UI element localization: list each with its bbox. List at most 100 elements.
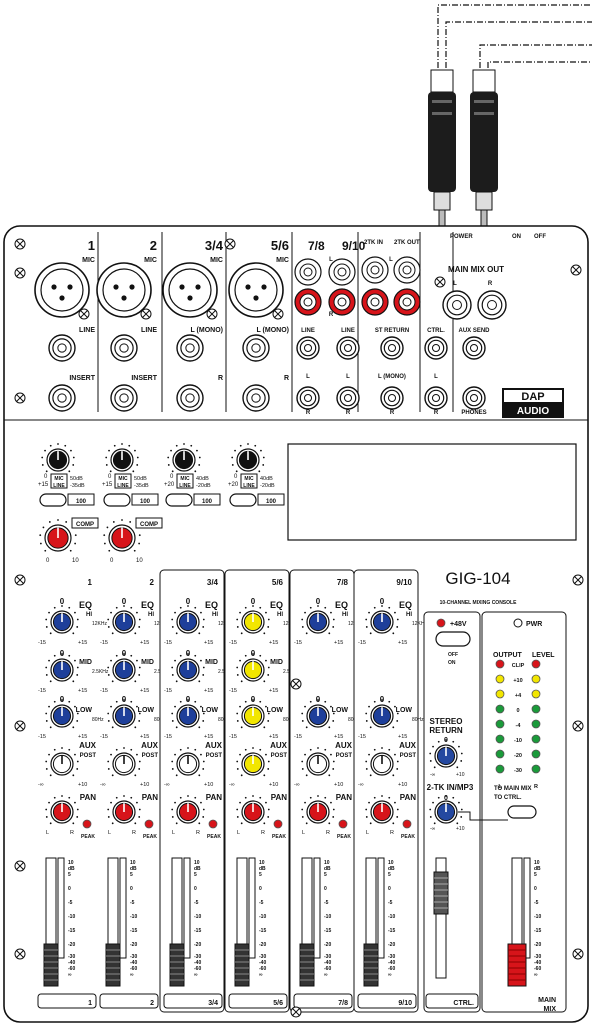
comp-knob[interactable] bbox=[39, 519, 77, 552]
pan-knob[interactable] bbox=[365, 795, 399, 825]
main-fader-cap[interactable] bbox=[507, 943, 527, 987]
insert-jack[interactable] bbox=[48, 384, 76, 412]
line-input-jack[interactable] bbox=[176, 334, 204, 362]
fader-scale-label: -30 bbox=[324, 954, 331, 960]
xlr-input-socket[interactable] bbox=[34, 262, 90, 318]
line-jack-lower[interactable] bbox=[336, 386, 360, 410]
line-input-jack[interactable] bbox=[48, 334, 76, 362]
pan-knob[interactable] bbox=[107, 795, 141, 825]
eq-low-knob[interactable] bbox=[107, 699, 141, 729]
fader-cap[interactable] bbox=[105, 943, 121, 987]
line-jack-upper[interactable] bbox=[380, 336, 404, 360]
rca-socket-r[interactable] bbox=[328, 288, 356, 316]
aux-knob[interactable] bbox=[45, 747, 79, 777]
fader-cap[interactable] bbox=[169, 943, 185, 987]
eq-low-knob[interactable] bbox=[236, 699, 270, 729]
insert-jack[interactable] bbox=[176, 384, 204, 412]
low-max: +15 bbox=[140, 734, 149, 740]
line-jack-upper[interactable] bbox=[296, 336, 320, 360]
aux-knob[interactable] bbox=[301, 747, 335, 777]
line-jack-lower[interactable] bbox=[296, 386, 320, 410]
line-jack-upper[interactable] bbox=[462, 336, 486, 360]
pad-switch[interactable] bbox=[229, 493, 257, 507]
eq-low-knob[interactable] bbox=[365, 699, 399, 729]
comp-label-box bbox=[71, 517, 99, 529]
gain-knob[interactable] bbox=[231, 443, 265, 473]
hi-freq: 12KHz bbox=[92, 621, 108, 627]
line-jack-lower[interactable] bbox=[462, 386, 486, 410]
pad-switch[interactable] bbox=[165, 493, 193, 507]
peak-label: PEAK bbox=[272, 834, 286, 840]
eq-low-knob[interactable] bbox=[45, 699, 79, 729]
line-input-jack[interactable] bbox=[242, 334, 270, 362]
aux-knob[interactable] bbox=[107, 747, 141, 777]
line-input-jack[interactable] bbox=[110, 334, 138, 362]
eq-low-knob[interactable] bbox=[301, 699, 335, 729]
insert-jack[interactable] bbox=[242, 384, 270, 412]
to-main-switch[interactable] bbox=[507, 805, 537, 819]
comp-label: COMP bbox=[140, 522, 158, 528]
fader-cap[interactable] bbox=[299, 943, 315, 987]
tk-out-socket-r[interactable] bbox=[393, 288, 421, 316]
line-switch-label: LINE bbox=[243, 483, 255, 489]
tk-knob[interactable] bbox=[429, 795, 463, 825]
pad-switch[interactable] bbox=[103, 493, 131, 507]
pan-knob[interactable] bbox=[301, 795, 335, 825]
level-label: LEVEL bbox=[532, 652, 555, 659]
strip-number: 5/6 bbox=[272, 578, 284, 587]
aux-knob[interactable] bbox=[365, 747, 399, 777]
pan-knob[interactable] bbox=[45, 795, 79, 825]
eq-low-knob[interactable] bbox=[171, 699, 205, 729]
line-jack-lower[interactable] bbox=[380, 386, 404, 410]
eq-hi-knob[interactable] bbox=[45, 605, 79, 635]
eq-mid-knob[interactable] bbox=[45, 653, 79, 683]
tk-in-socket-l[interactable] bbox=[361, 256, 389, 284]
aux-max: +10 bbox=[334, 782, 343, 788]
xlr-input-socket[interactable] bbox=[162, 262, 218, 318]
pan-knob[interactable] bbox=[171, 795, 205, 825]
fader-cap[interactable] bbox=[234, 943, 250, 987]
ctrl-fader-cap[interactable] bbox=[433, 871, 449, 915]
eq-hi-knob[interactable] bbox=[236, 605, 270, 635]
stereo-return-knob[interactable] bbox=[429, 739, 463, 769]
main-mix-out-l-jack[interactable] bbox=[442, 290, 472, 320]
rca-socket-l[interactable] bbox=[328, 258, 356, 286]
eq-hi-knob[interactable] bbox=[171, 605, 205, 635]
main-mix-out-r-jack[interactable] bbox=[477, 290, 507, 320]
pad-switch[interactable] bbox=[39, 493, 67, 507]
insert-jack[interactable] bbox=[110, 384, 138, 412]
eq-hi-knob[interactable] bbox=[365, 605, 399, 635]
pan-knob[interactable] bbox=[236, 795, 270, 825]
rca-socket-r[interactable] bbox=[294, 288, 322, 316]
gain-knob[interactable] bbox=[41, 443, 75, 473]
eq-max: +15 bbox=[140, 640, 149, 646]
main-fader-scale-label: -10 bbox=[534, 914, 541, 920]
line-jack-upper[interactable] bbox=[336, 336, 360, 360]
gain-knob[interactable] bbox=[167, 443, 201, 473]
xlr-input-socket[interactable] bbox=[228, 262, 284, 318]
eq-mid-knob[interactable] bbox=[107, 653, 141, 683]
xlr-input-socket[interactable] bbox=[96, 262, 152, 318]
meter-led-l bbox=[495, 764, 505, 774]
gain-knob[interactable] bbox=[105, 443, 139, 473]
fader-cap[interactable] bbox=[363, 943, 379, 987]
mid-min: -15 bbox=[38, 688, 46, 694]
line-jack-upper[interactable] bbox=[424, 336, 448, 360]
eq-mid-knob[interactable] bbox=[236, 653, 270, 683]
tk-out-socket-l[interactable] bbox=[393, 256, 421, 284]
aux-knob[interactable] bbox=[171, 747, 205, 777]
fader-scale-label: 10 bbox=[388, 860, 394, 866]
strip-name-box bbox=[357, 993, 417, 1009]
aux-knob[interactable] bbox=[236, 747, 270, 777]
tk-in-socket-r[interactable] bbox=[361, 288, 389, 316]
mid-max: +15 bbox=[78, 688, 87, 694]
fader-scale-label: 5 bbox=[194, 872, 197, 878]
line-jack-lower[interactable] bbox=[424, 386, 448, 410]
phantom-switch[interactable] bbox=[435, 631, 471, 647]
fader-scale-label: -10 bbox=[194, 914, 201, 920]
eq-mid-knob[interactable] bbox=[171, 653, 205, 683]
eq-hi-knob[interactable] bbox=[107, 605, 141, 635]
fader-cap[interactable] bbox=[43, 943, 59, 987]
rca-socket-l[interactable] bbox=[294, 258, 322, 286]
eq-hi-knob[interactable] bbox=[301, 605, 335, 635]
